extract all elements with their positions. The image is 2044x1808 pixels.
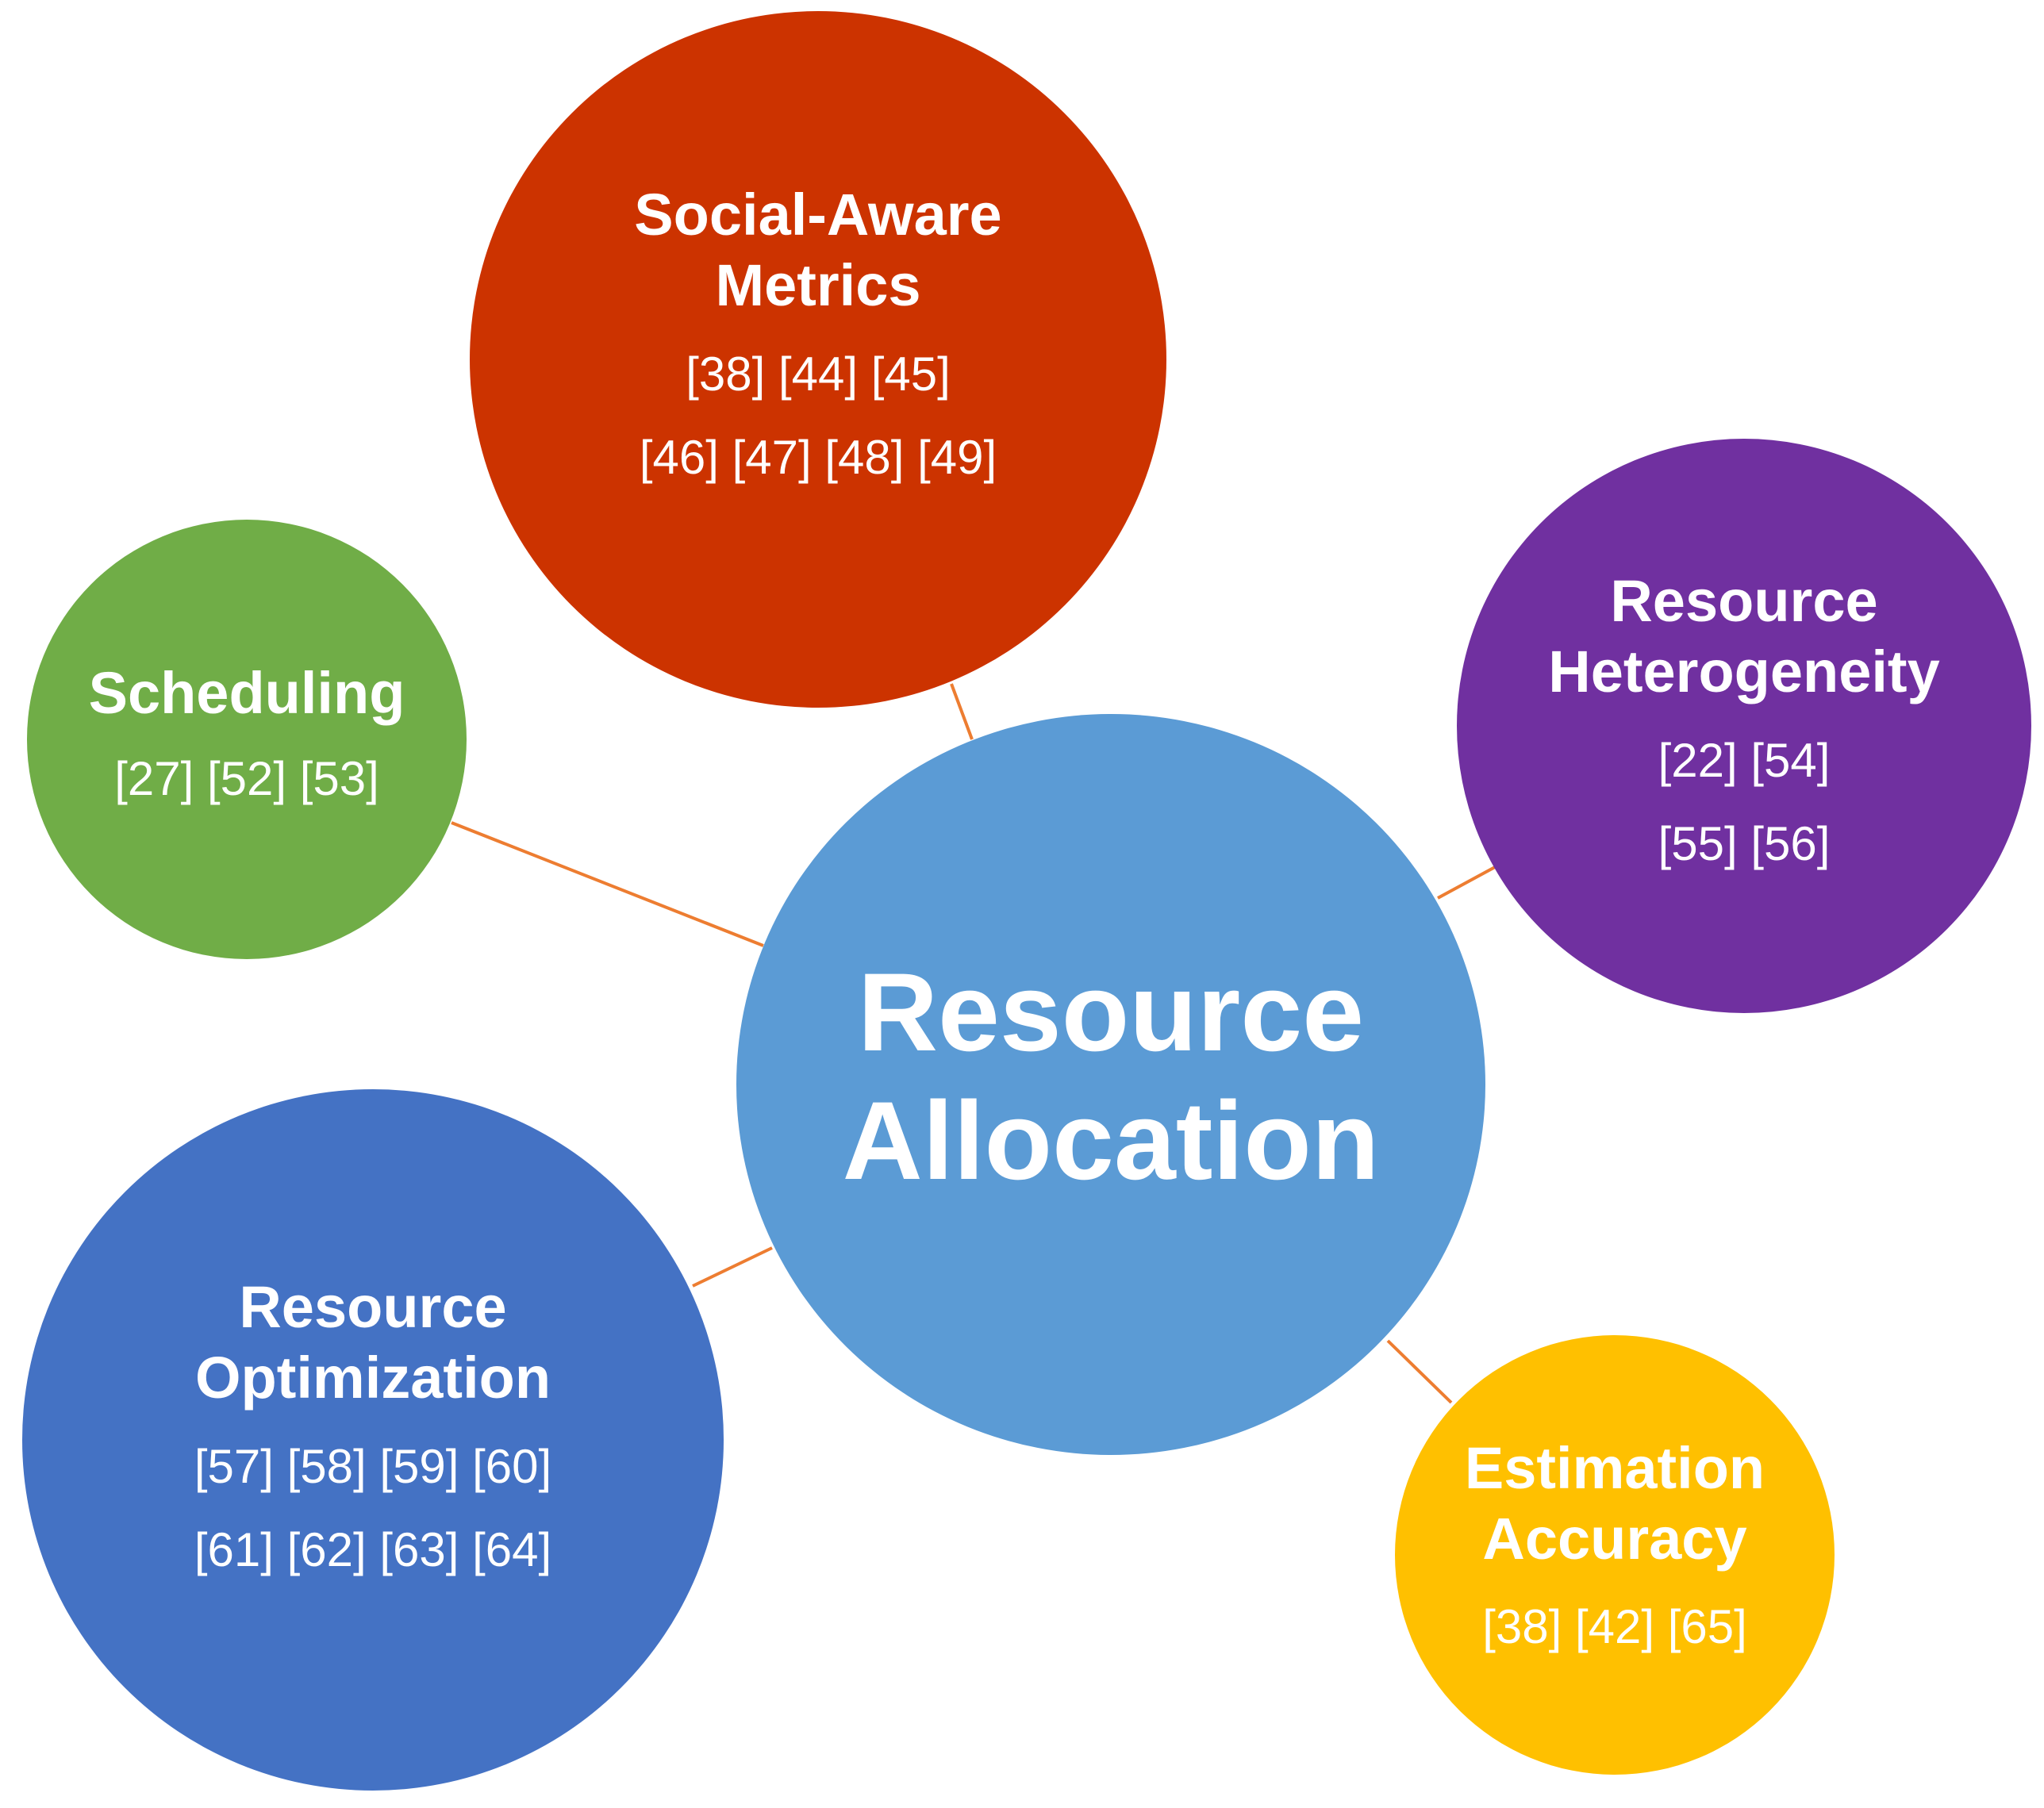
connector-social (950, 683, 974, 740)
node-estimation-accuracy: Estimation Accuracy [38] [42] [65] (1395, 1335, 1835, 1775)
node-resource-heterogeneity: Resource Heterogeneity [22] [54] [55] [5… (1457, 439, 2031, 1013)
node-references: [22] [54] [55] [56] (1658, 733, 1831, 870)
node-resource-optimization: Resource Optimization [57] [58] [59] [60… (22, 1089, 724, 1791)
node-title: Social-Aware Metrics (634, 182, 1002, 318)
node-scheduling: Scheduling [27] [52] [53] (27, 520, 467, 959)
node-references: [38] [42] [65] (1482, 1600, 1747, 1654)
connector-scheduling (451, 821, 764, 947)
node-title: Estimation Accuracy (1464, 1434, 1765, 1572)
node-title: Scheduling (88, 660, 405, 727)
connector-optim (692, 1246, 773, 1288)
node-references: [38] [44] [45] [46] [47] [48] [49] (639, 347, 997, 484)
connector-estim (1386, 1339, 1453, 1404)
node-references: [27] [52] [53] (114, 751, 379, 805)
center-node-resource-allocation: Resource Allocation (736, 714, 1485, 1455)
center-title: Resource Allocation (842, 949, 1380, 1203)
node-title: Resource Optimization (194, 1274, 551, 1411)
node-social-aware-metrics: Social-Aware Metrics [38] [44] [45] [46]… (470, 11, 1166, 708)
node-references: [57] [58] [59] [60] [61] [62] [63] [64] (194, 1439, 552, 1576)
connector-hetero (1437, 866, 1496, 900)
node-title: Resource Heterogeneity (1548, 568, 1940, 704)
